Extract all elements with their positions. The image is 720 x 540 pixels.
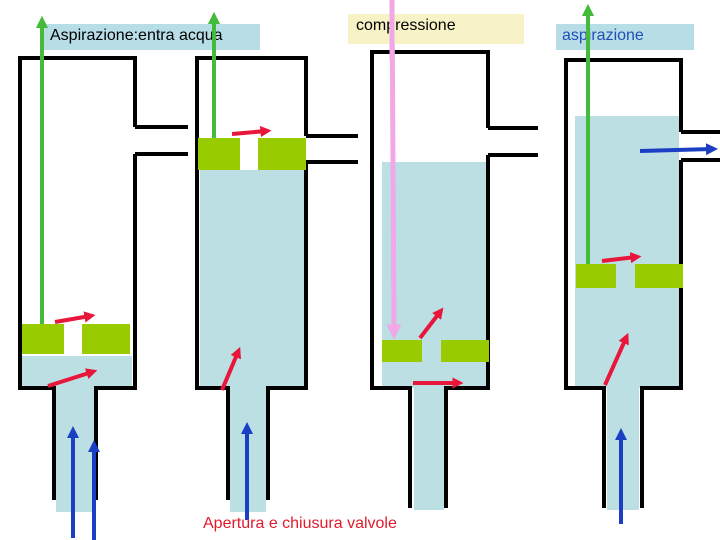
cylinder-4 [564,4,720,524]
cylinder-outline [370,50,490,508]
valve-flow-arrow [601,252,642,264]
cylinder-3 [370,0,538,510]
label-stage-1: Aspirazione:entra acqua [44,24,260,50]
valve-flow-arrow [47,368,98,388]
label-stage-3: aspirazione [556,24,694,50]
valve-flow-arrow [418,307,444,340]
water-body [575,116,679,388]
piston [441,340,489,362]
piston-rod-arrow [386,0,402,340]
piston [82,324,130,354]
valve-flow-arrow [54,311,96,324]
valve-flow-arrow [220,346,241,391]
valve-flow-arrow [231,125,272,138]
piston [576,264,616,288]
cylinder-1 [18,16,188,540]
water-body [20,356,132,386]
piston [635,264,683,288]
cylinder-2 [195,12,358,520]
piston [22,324,64,354]
piston [258,138,306,170]
caption: Apertura e chiusura valvole [203,515,397,532]
valve-flow-arrow [603,332,629,386]
cylinder-outline [195,56,308,500]
piston [382,340,422,362]
label-stage-2: compressione [348,14,524,44]
water-outflow-arrow [639,143,718,156]
water-body [56,386,96,512]
piston [198,138,240,170]
water-body [200,170,306,386]
water-body [414,388,444,510]
